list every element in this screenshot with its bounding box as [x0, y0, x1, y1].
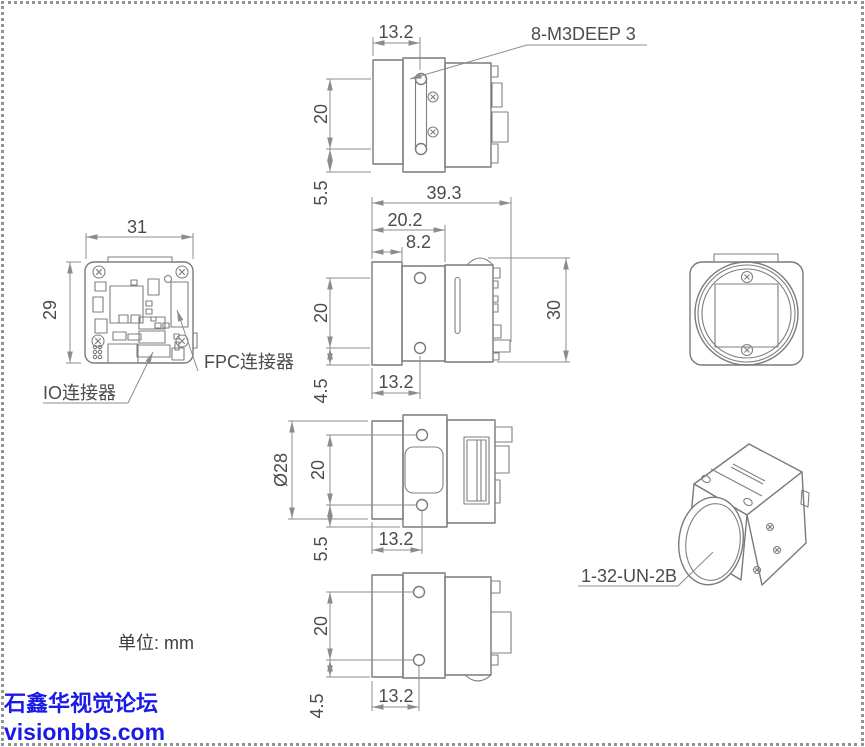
dim-label: 20: [311, 616, 331, 636]
threaded-hole: [427, 126, 439, 138]
dim-bottom-20: 20: [308, 434, 416, 506]
camera-outline-top: [372, 57, 509, 173]
view-isometric: 1-32-UN-2B: [578, 443, 810, 587]
camera-outline-bottom: [371, 414, 513, 528]
dim-back-29: 29: [40, 261, 81, 364]
dim-side-8-2: 8.2: [372, 232, 431, 262]
bottom-dome-arc: [464, 674, 492, 682]
pcb-board-outline: [84, 256, 198, 364]
top-dome-arc: [466, 257, 494, 266]
iso-lens-barrel: [678, 496, 744, 586]
lens-mount-rings: [694, 261, 799, 366]
threaded-hole: [427, 91, 439, 103]
usb-connector: [463, 436, 490, 505]
io-connector: [136, 344, 171, 358]
sensor-window: [714, 283, 779, 348]
callout-fpc-connector: FPC连接器: [176, 309, 294, 372]
iso-top-slot: [732, 463, 766, 482]
front-screw: [740, 270, 754, 284]
fpc-connector-label: FPC连接器: [204, 352, 294, 372]
lens-thread-label: 1-32-UN-2B: [581, 566, 677, 586]
camera-outline-side2: [371, 572, 512, 682]
dim-label: 4.5: [311, 378, 331, 403]
dim-label: 13.2: [378, 686, 413, 706]
dim-side-4-5: 4.5: [311, 348, 370, 404]
dim-label: 4.5: [307, 693, 327, 718]
dim-top-13-2: 13.2: [372, 22, 421, 70]
view-side-profile-2: 20 13.2 4.5: [307, 572, 512, 719]
dim-top-20: 20: [311, 78, 371, 150]
plate-cutout: [404, 446, 444, 494]
dim-side2-13-2: 13.2: [371, 666, 420, 711]
dim-label: 13.2: [378, 529, 413, 549]
dim-side-13-2: 13.2: [371, 356, 421, 399]
main-chip: [109, 285, 144, 324]
dim-side2-4-5: 4.5: [307, 660, 370, 719]
camera-outline-side: [371, 257, 511, 366]
dim-label: 13.2: [378, 22, 413, 42]
view-top-profile: 13.2 20 5.5 8-M3DEEP 3: [311, 22, 647, 206]
dim-label: 20: [308, 460, 328, 480]
side-vent-slot: [454, 276, 461, 335]
dim-label: 20: [311, 303, 331, 323]
units-note: 单位: mm: [118, 633, 194, 653]
view-side-profile: 39.3 20.2 8.2 20 30: [311, 183, 570, 404]
view-pcb-back: 31 29 FPC连接器 IO连接器: [40, 217, 294, 404]
callout-lens-thread: 1-32-UN-2B: [578, 551, 714, 587]
callout-io-connector: IO连接器: [43, 351, 154, 404]
dim-side-20-2: 20.2: [372, 210, 446, 262]
watermark-site-url: visionbbs.com: [4, 719, 165, 745]
front-screw: [740, 343, 754, 357]
dim-label: 8.2: [406, 232, 431, 252]
dim-label: 30: [544, 300, 564, 320]
dim-label: 29: [40, 300, 60, 320]
dim-bottom-13-2: 13.2: [371, 511, 423, 554]
corner-screw: [92, 265, 106, 279]
iso-right-face: [746, 471, 807, 586]
dim-label: 20.2: [387, 210, 422, 230]
view-bottom-profile: Ø28 20 13.2 5.5: [271, 414, 513, 562]
dim-label: 5.5: [311, 536, 331, 561]
dim-label: 5.5: [311, 180, 331, 205]
view-front-face: [689, 253, 804, 366]
dim-side-30: 30: [488, 257, 570, 363]
corner-screw: [175, 265, 189, 279]
watermark-forum-title: 石鑫华视觉论坛: [3, 691, 158, 716]
dim-label: Ø28: [271, 453, 291, 487]
pcb-components: [92, 274, 189, 364]
dim-side-20: 20: [311, 277, 370, 349]
dim-side2-20: 20: [311, 591, 413, 661]
dim-label: 13.2: [378, 372, 413, 392]
dim-label: 20: [311, 104, 331, 124]
mounting-slot-and-holes: [414, 72, 439, 156]
thread-callout-label: 8-M3DEEP 3: [531, 24, 636, 44]
fpc-connector: [170, 281, 189, 328]
dim-top-5-5: 5.5: [311, 149, 371, 206]
dim-label: 39.3: [426, 183, 461, 203]
io-connector-label: IO连接器: [43, 383, 116, 403]
callout-thread-spec: 8-M3DEEP 3: [409, 24, 647, 80]
dim-back-31: 31: [85, 217, 194, 259]
dim-bottom-5-5: 5.5: [311, 505, 400, 562]
dim-label: 31: [127, 217, 147, 237]
